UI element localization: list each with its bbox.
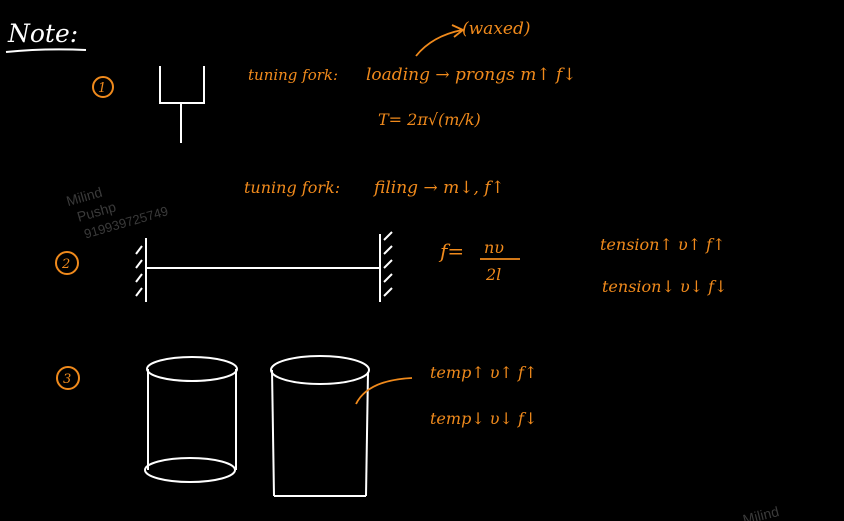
- waxed-arrow: [415, 29, 463, 57]
- section-2-circle: [55, 251, 79, 275]
- section-3-circle: [56, 366, 80, 390]
- note-heading: Note:: [7, 19, 78, 48]
- section-2-number: 2: [61, 257, 70, 272]
- watermark: Milind Pushp 919939725749: [64, 184, 169, 242]
- section-1-number: 1: [98, 81, 106, 96]
- filing-line: filing → m↓, f↑: [372, 178, 505, 198]
- frequency-formula-lhs: f=: [438, 239, 464, 263]
- loading-line: loading → prongs m↑ f↓: [366, 65, 577, 85]
- tension-increase-line: tension↑ υ↑ f↑: [600, 235, 726, 254]
- waxed-annotation: (waxed): [462, 19, 530, 39]
- frequency-formula-numerator: nυ: [484, 238, 504, 257]
- string-drawing: [135, 231, 393, 302]
- heading-underline: [5, 48, 87, 53]
- cylinder-arrow: [355, 377, 413, 405]
- tuning-fork-label-2: tuning fork:: [244, 178, 340, 197]
- period-formula: T= 2π√(m/k): [378, 110, 481, 129]
- waxed-arrowhead: [451, 24, 465, 38]
- cylinder-right-drawing: [270, 355, 370, 497]
- cylinder-left-drawing: [144, 356, 238, 483]
- watermark-corner-name: Milind: [741, 503, 780, 521]
- temp-decrease-line: temp↓ υ↓ f↓: [430, 409, 537, 428]
- tuning-fork-label-1: tuning fork:: [248, 66, 338, 84]
- section-1-circle: [92, 76, 114, 98]
- tuning-fork-drawing: [159, 66, 205, 143]
- section-3-number: 3: [63, 372, 71, 387]
- tension-decrease-line: tension↓ υ↓ f↓: [602, 277, 728, 296]
- temp-increase-line: temp↑ υ↑ f↑: [430, 363, 537, 382]
- frequency-formula-denominator: 2l: [485, 265, 501, 284]
